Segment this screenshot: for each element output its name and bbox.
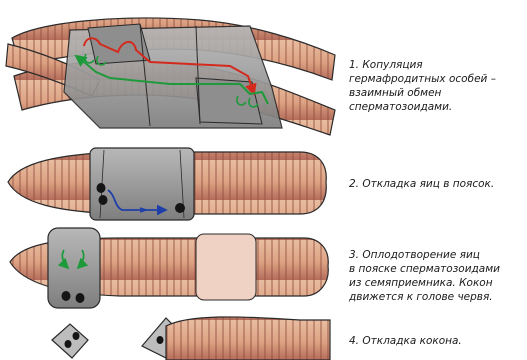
egg (157, 336, 164, 344)
egg (175, 203, 185, 213)
clitellum-segment (196, 234, 256, 300)
step-1-caption: 1. Копуляция гермафродитных особей – вза… (349, 58, 525, 114)
step-3-caption: 3. Оплодотворение яиц в пояске сперматоз… (349, 248, 525, 304)
egg (76, 293, 85, 303)
cocoon-girdle (48, 228, 100, 308)
step-2-caption: 2. Откладка яиц в поясок. (349, 177, 525, 191)
egg (99, 195, 108, 205)
egg (73, 332, 80, 340)
fertilization-illustration (10, 228, 328, 308)
worm-step4 (166, 317, 330, 360)
step-3-line: движется к голове червя. (349, 290, 525, 304)
step-4-caption: 4. Откладка кокона. (349, 334, 525, 348)
step-2-line: 2. Откладка яиц в поясок. (349, 177, 525, 191)
egg-laying-illustration (8, 148, 326, 220)
step-4-line: 4. Откладка кокона. (349, 334, 525, 348)
egg (97, 183, 106, 193)
step-3-line: в пояске сперматозоидами (349, 262, 525, 276)
egg (62, 291, 71, 301)
step-1-line: 1. Копуляция (349, 58, 525, 72)
copulation-illustration (6, 18, 335, 135)
cocoon-laying-illustration (52, 317, 330, 360)
step-1-line: гермафродитных особей – (349, 72, 525, 86)
step-3-line: 3. Оплодотворение яиц (349, 248, 525, 262)
egg (65, 340, 72, 348)
step-3-line: из семяприемника. Кокон (349, 276, 525, 290)
step-1-line: взаимный обмен (349, 86, 525, 100)
step-1-line: сперматозоидами. (349, 100, 525, 114)
